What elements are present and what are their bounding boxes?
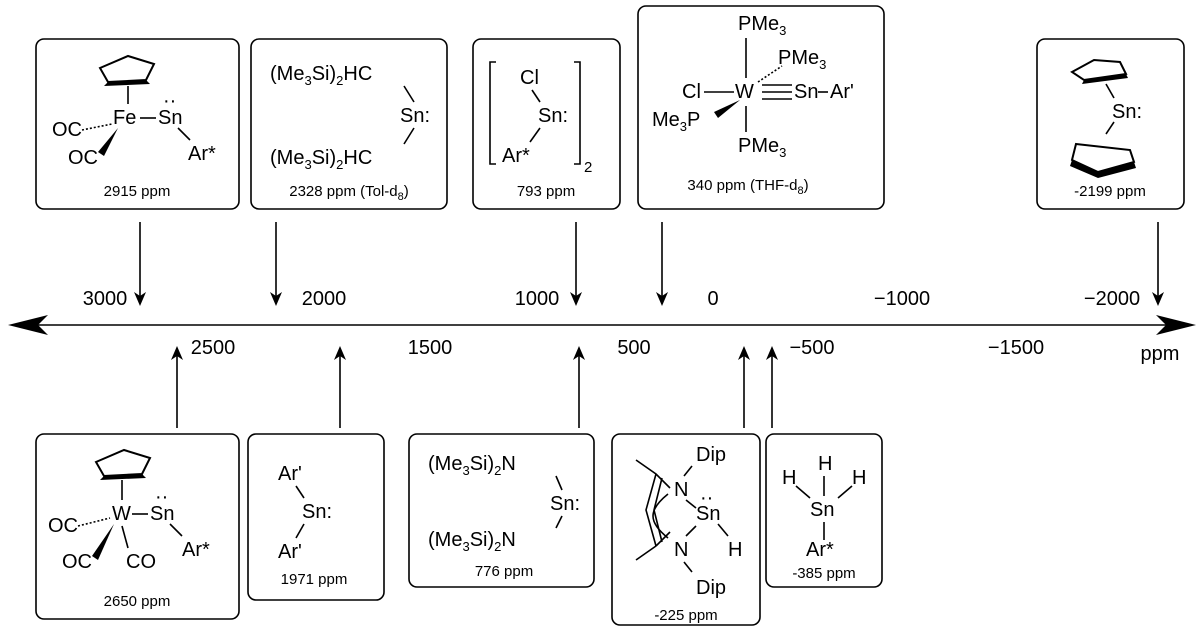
shift-label: 776 ppm bbox=[475, 563, 533, 580]
atom-label: Ar* bbox=[806, 539, 834, 561]
arrow-down-icon bbox=[570, 292, 582, 306]
shift-label: 340 ppm (THF-d8) bbox=[687, 177, 808, 197]
compound-box-cpfe-stannylene: Fe Sn ·· Ar* OC OC 2915 ppm bbox=[35, 38, 240, 210]
atom-label: Sn bbox=[158, 107, 182, 129]
atom-label: Ar* bbox=[188, 143, 216, 165]
atom-label: Sn bbox=[150, 503, 174, 525]
shift-label: 2328 ppm (Tol-d8) bbox=[289, 183, 409, 203]
atom-label: Ar* bbox=[182, 539, 210, 561]
atom-label: OC bbox=[62, 551, 92, 573]
atom-label: CO bbox=[126, 551, 156, 573]
atom-label: N bbox=[674, 479, 688, 501]
atom-label: H bbox=[782, 467, 796, 489]
atom-label: Ar' bbox=[278, 541, 302, 563]
atom-label: OC bbox=[68, 147, 98, 169]
shift-label: -2199 ppm bbox=[1074, 183, 1146, 200]
lone-pair-dots: ·· bbox=[163, 90, 176, 112]
cyclopentadienyl-ring-icon bbox=[94, 448, 152, 500]
ppm-axis: ppm bbox=[8, 315, 1196, 365]
compound-box-chlorostannylene-dimer: Cl Sn: Ar* 2 793 ppm bbox=[472, 38, 621, 210]
arrow-down-icon bbox=[134, 292, 146, 306]
substituent-label: PMe3 bbox=[738, 13, 786, 38]
atom-label: H bbox=[852, 467, 866, 489]
lone-pair-dots: ·· bbox=[155, 486, 168, 508]
atom-label: OC bbox=[48, 515, 78, 537]
atom-label: Fe bbox=[113, 107, 136, 129]
atom-label: OC bbox=[52, 119, 82, 141]
tick-label: −500 bbox=[789, 337, 834, 359]
arrow-down-icon bbox=[270, 292, 282, 306]
arrow-up-icon bbox=[334, 346, 346, 360]
tick-label: 1000 bbox=[515, 288, 560, 310]
shift-label: -225 ppm bbox=[654, 607, 717, 624]
shift-label: 2915 ppm bbox=[104, 183, 171, 200]
atom-label: Ar' bbox=[278, 463, 302, 485]
atom-label: W bbox=[735, 81, 754, 103]
atom-label: Sn bbox=[794, 81, 818, 103]
axis-arrow-left-icon bbox=[8, 315, 48, 335]
substituent-label: PMe3 bbox=[778, 47, 826, 72]
tick-label: −2000 bbox=[1084, 288, 1140, 310]
atom-label: Cl bbox=[520, 67, 539, 89]
cyclopentadienyl-ring-icon bbox=[98, 54, 156, 104]
subscript-label: 2 bbox=[584, 159, 592, 176]
substituent-label: PMe3 bbox=[738, 135, 786, 160]
tick-label: 3000 bbox=[83, 288, 128, 310]
atom-label: Sn: bbox=[302, 501, 332, 523]
compound-box-stannocene: Sn: -2199 ppm bbox=[1036, 38, 1185, 210]
atom-label: Ar* bbox=[502, 145, 530, 167]
shift-label: 793 ppm bbox=[517, 183, 575, 200]
tick-labels: 3000 2000 1000 0 −1000 −2000 2500 1500 5… bbox=[83, 288, 1140, 359]
atom-label: H bbox=[728, 539, 742, 561]
atom-label: W bbox=[112, 503, 131, 525]
tick-label: −1500 bbox=[988, 337, 1044, 359]
tick-label: 1500 bbox=[408, 337, 453, 359]
tick-label: −1000 bbox=[874, 288, 930, 310]
arrow-down-icon bbox=[656, 292, 668, 306]
cyclopentadienyl-ring-icon bbox=[1070, 142, 1136, 178]
arrow-down-icon bbox=[1152, 292, 1164, 306]
arrow-up-icon bbox=[171, 346, 183, 360]
arrow-up-icon bbox=[766, 346, 778, 360]
atom-label: Sn: bbox=[550, 493, 580, 515]
atom-label: Sn: bbox=[538, 105, 568, 127]
tick-label: 500 bbox=[617, 337, 650, 359]
atom-label: Dip bbox=[696, 577, 726, 599]
tick-label: 0 bbox=[707, 288, 718, 310]
atom-label: Sn bbox=[696, 503, 720, 525]
compound-box-tungsten-stannylyne: PMe3 PMe3 Cl W Sn Ar' Me3P PMe3 340 ppm … bbox=[637, 5, 885, 210]
atom-label: H bbox=[818, 453, 832, 475]
axis-arrow-right-icon bbox=[1156, 315, 1196, 335]
compound-box-aryl-tin-trihydride: H H H Sn Ar* -385 ppm bbox=[765, 433, 883, 588]
shift-label: -385 ppm bbox=[792, 565, 855, 582]
substituent-label: Me3P bbox=[652, 109, 700, 134]
atom-label: Dip bbox=[696, 444, 726, 466]
atom-label: Cl bbox=[682, 81, 701, 103]
compound-box-diketiminato-tin-hydride: Dip N Sn ·· H N Dip -225 ppm bbox=[611, 433, 761, 626]
atom-label: Sn: bbox=[1112, 101, 1142, 123]
atom-label: Sn: bbox=[400, 105, 430, 127]
lone-pair-dots: ·· bbox=[700, 487, 713, 509]
arrow-up-icon bbox=[738, 346, 750, 360]
shift-label: 2650 ppm bbox=[104, 593, 171, 610]
compound-box-dialkyl-stannylene: (Me3Si)2HC Sn: (Me3Si)2HC 2328 ppm (Tol-… bbox=[250, 38, 448, 210]
substituent-label: (Me3Si)2N bbox=[428, 529, 516, 554]
axis-unit-label: ppm bbox=[1141, 343, 1180, 365]
compound-box-cpw-stannylene: W Sn ·· Ar* OC OC CO 2650 ppm bbox=[35, 433, 240, 620]
substituent-label: (Me3Si)2HC bbox=[270, 63, 372, 88]
atom-label: N bbox=[674, 539, 688, 561]
connector-arrows bbox=[134, 222, 1164, 428]
atom-label: Ar' bbox=[830, 81, 854, 103]
shift-label: 1971 ppm bbox=[281, 571, 348, 588]
compound-box-diaryl-stannylene: Ar' Sn: Ar' 1971 ppm bbox=[247, 433, 385, 601]
tick-label: 2000 bbox=[302, 288, 347, 310]
substituent-label: (Me3Si)2N bbox=[428, 453, 516, 478]
tick-label: 2500 bbox=[191, 337, 236, 359]
substituent-label: (Me3Si)2HC bbox=[270, 147, 372, 172]
atom-label: Sn bbox=[810, 499, 834, 521]
compound-box-diamido-stannylene: (Me3Si)2N Sn: (Me3Si)2N 776 ppm bbox=[408, 433, 595, 588]
cyclopentadienyl-ring-icon bbox=[1070, 58, 1128, 84]
arrow-up-icon bbox=[573, 346, 585, 360]
